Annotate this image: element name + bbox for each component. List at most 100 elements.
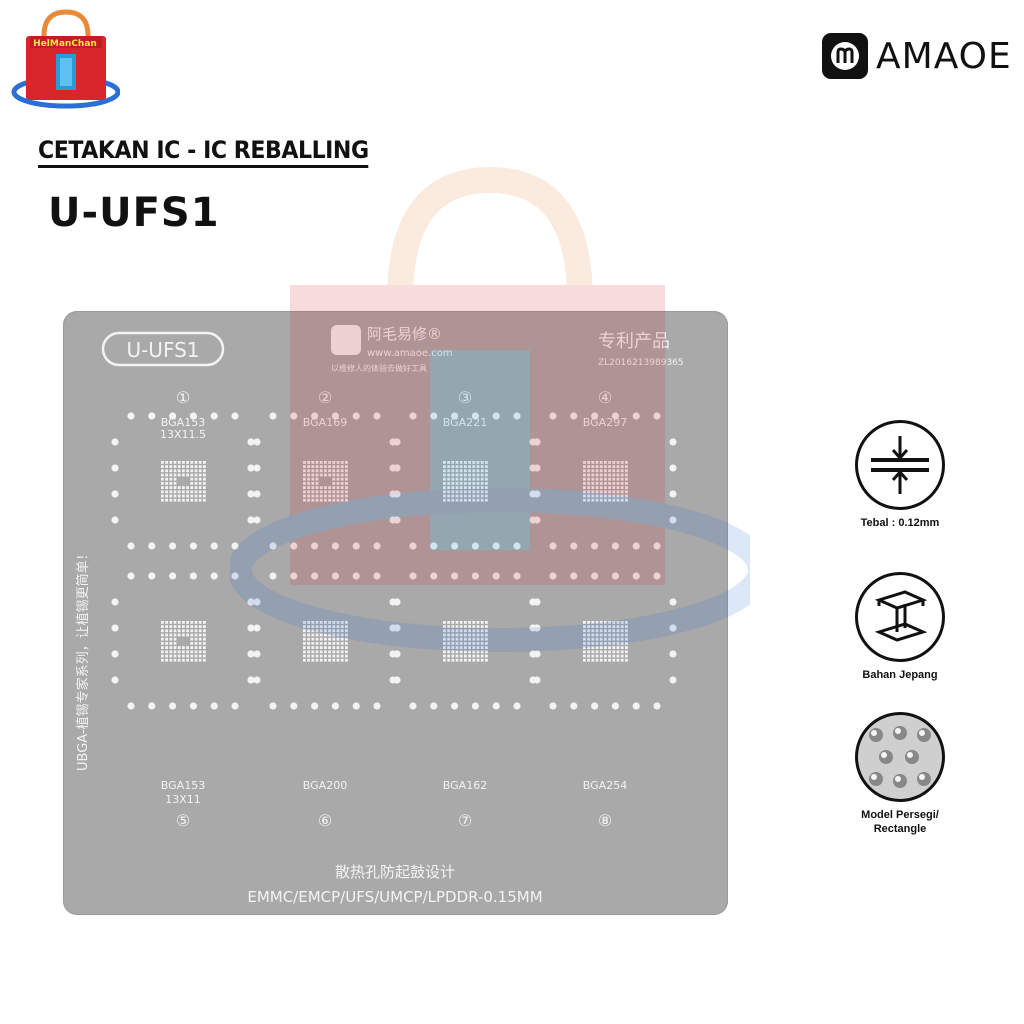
ball-hole bbox=[485, 629, 488, 633]
ball-hole bbox=[161, 625, 164, 628]
ball-hole bbox=[345, 465, 348, 468]
ball-hole bbox=[451, 658, 455, 662]
ball-hole bbox=[169, 621, 173, 624]
ball-hole bbox=[186, 473, 189, 477]
ball-hole bbox=[599, 461, 603, 464]
ball-hole bbox=[328, 473, 331, 477]
stencil-dot bbox=[492, 702, 500, 710]
slot-name: BGA153 bbox=[161, 779, 205, 792]
ball-hole bbox=[203, 642, 206, 645]
ball-hole bbox=[599, 465, 603, 468]
ball-hole bbox=[468, 654, 471, 658]
stencil-dot bbox=[111, 676, 119, 684]
ball-hole bbox=[173, 621, 177, 624]
ball-hole bbox=[608, 658, 611, 662]
ball-hole bbox=[332, 482, 336, 485]
ball-hole bbox=[328, 633, 331, 637]
ball-hole bbox=[591, 642, 595, 645]
stencil-badge: U-UFS1 bbox=[126, 338, 199, 362]
ball-hole bbox=[485, 469, 488, 473]
ball-hole bbox=[451, 642, 455, 645]
ball-hole bbox=[599, 637, 603, 641]
ball-hole bbox=[583, 646, 586, 649]
ball-hole bbox=[303, 621, 306, 624]
ball-hole bbox=[587, 642, 590, 645]
ball-hole bbox=[194, 646, 198, 649]
stencil-dot bbox=[409, 572, 417, 580]
ball-hole bbox=[591, 650, 595, 654]
ball-hole bbox=[455, 621, 459, 624]
ball-hole bbox=[476, 658, 480, 662]
stencil-dot bbox=[570, 572, 578, 580]
ball-hole bbox=[303, 498, 306, 502]
stencil-dot bbox=[290, 572, 298, 580]
stencil-dot bbox=[331, 412, 339, 420]
ball-hole bbox=[165, 646, 168, 649]
ball-hole bbox=[165, 625, 168, 628]
ball-hole bbox=[340, 469, 344, 473]
ball-hole bbox=[161, 650, 164, 654]
ball-hole bbox=[186, 633, 189, 637]
ball-hole bbox=[198, 654, 202, 658]
ball-hole bbox=[319, 621, 323, 624]
ball-hole bbox=[476, 494, 480, 498]
ball-hole bbox=[203, 654, 206, 658]
ball-hole bbox=[303, 486, 306, 489]
ball-hole bbox=[324, 461, 327, 464]
stencil-dot bbox=[513, 702, 521, 710]
ball-hole bbox=[612, 621, 616, 624]
ball-hole bbox=[612, 654, 616, 658]
ball-hole bbox=[472, 642, 476, 645]
ball-hole bbox=[464, 482, 467, 485]
ball-hole bbox=[599, 498, 603, 502]
ball-hole bbox=[447, 629, 450, 633]
stencil-dot bbox=[471, 572, 479, 580]
ball-hole bbox=[595, 658, 599, 662]
ball-hole bbox=[459, 637, 463, 641]
ball-hole bbox=[620, 625, 624, 628]
ball-hole bbox=[620, 469, 624, 473]
ball-hole bbox=[177, 465, 181, 468]
ball-hole bbox=[203, 658, 206, 662]
stencil-dot bbox=[393, 438, 401, 446]
ball-hole bbox=[443, 482, 446, 485]
ball-hole bbox=[315, 469, 319, 473]
stencil-patent-no: ZL2016213989365 bbox=[598, 358, 684, 368]
steel-beam-icon bbox=[855, 572, 945, 662]
shop-logo-text: HelManChan bbox=[33, 39, 97, 49]
ball-hole bbox=[345, 650, 348, 654]
ball-hole bbox=[332, 494, 336, 498]
stencil-dot bbox=[591, 542, 599, 550]
ball-hole bbox=[198, 482, 202, 485]
stencil-dot bbox=[669, 624, 677, 632]
ball-hole bbox=[447, 494, 450, 498]
stencil-dot bbox=[247, 598, 255, 606]
ball-hole bbox=[480, 465, 484, 468]
stencil-dot bbox=[430, 702, 438, 710]
ball-grid bbox=[303, 461, 348, 502]
ball-hole bbox=[459, 654, 463, 658]
ball-hole bbox=[625, 646, 628, 649]
ball-hole bbox=[476, 650, 480, 654]
ball-hole bbox=[459, 633, 463, 637]
ball-hole bbox=[459, 494, 463, 498]
ball-hole bbox=[319, 637, 323, 641]
ball-hole bbox=[464, 465, 467, 468]
ball-hole bbox=[604, 465, 607, 468]
ball-hole bbox=[186, 494, 189, 498]
ball-hole bbox=[443, 646, 446, 649]
ball-hole bbox=[311, 625, 315, 628]
ball-hole bbox=[336, 633, 340, 637]
ball-hole bbox=[182, 469, 185, 473]
ball-hole bbox=[612, 465, 616, 468]
stencil-dot bbox=[653, 542, 661, 550]
ball-hole bbox=[165, 465, 168, 468]
ball-hole bbox=[303, 494, 306, 498]
stencil-dot bbox=[127, 412, 135, 420]
ball-hole bbox=[464, 625, 467, 628]
ball-hole bbox=[303, 465, 306, 468]
ball-hole bbox=[194, 461, 198, 464]
ball-hole bbox=[595, 477, 599, 481]
ball-hole bbox=[177, 633, 181, 637]
stencil-dot bbox=[513, 542, 521, 550]
